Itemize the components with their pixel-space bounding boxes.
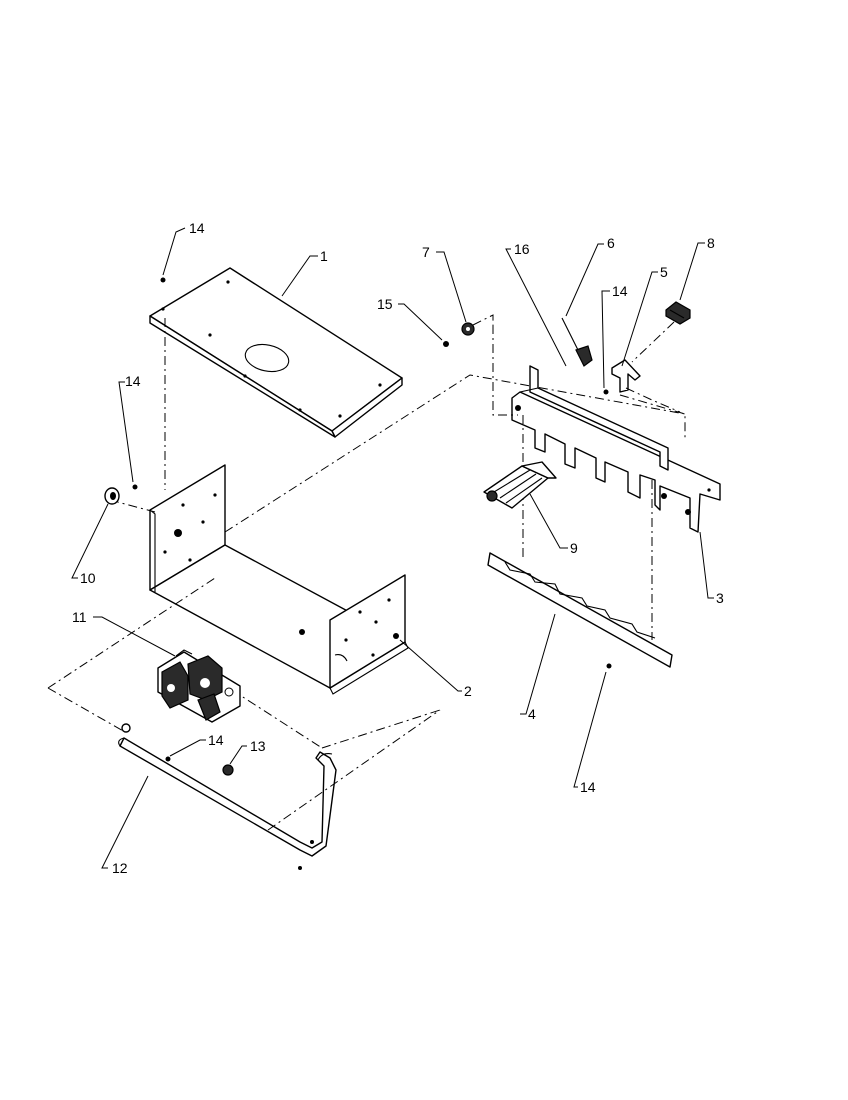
part-4-lower-strip — [487, 552, 673, 668]
part-13-fitting — [222, 764, 234, 776]
callout-15: 15 — [377, 296, 393, 312]
dash-line-5 — [231, 689, 323, 749]
callout-11: 11 — [72, 609, 87, 625]
part-10-grommet — [104, 487, 120, 505]
dash-line-14 — [267, 709, 441, 831]
callout-4: 4 — [528, 706, 536, 722]
part-1-top-panel — [149, 267, 403, 438]
dash-line-2 — [224, 374, 686, 533]
leader-lines — [71, 227, 714, 869]
part-7-orifice — [461, 322, 475, 336]
callout-1: 1 — [320, 248, 328, 264]
callout-14-left: 14 — [125, 373, 141, 389]
callout-8: 8 — [707, 235, 715, 251]
part-12-manifold-pipe — [118, 723, 337, 870]
callout-13: 13 — [250, 738, 266, 754]
callout-5: 5 — [660, 264, 668, 280]
callout-3: 3 — [716, 590, 724, 606]
callout-9: 9 — [570, 540, 578, 556]
callout-10: 10 — [80, 570, 96, 586]
callout-14-pipe: 14 — [208, 732, 224, 748]
callout-14-bottom-right: 14 — [580, 779, 596, 795]
callout-2: 2 — [464, 683, 472, 699]
callout-14-bracket: 14 — [612, 283, 628, 299]
callout-14-top-left: 14 — [189, 220, 205, 236]
callout-7: 7 — [422, 244, 430, 260]
dash-line-10 — [619, 394, 686, 440]
part-6-electrode — [561, 317, 593, 367]
callout-6: 6 — [607, 235, 615, 251]
part-15-screw — [443, 341, 449, 347]
part-11-gas-valve — [157, 649, 241, 723]
part-14-screws — [132, 277, 612, 762]
dash-line-13 — [631, 321, 675, 363]
dash-line-4 — [47, 687, 126, 733]
part-5-small-bracket — [611, 359, 641, 393]
callout-16: 16 — [514, 241, 530, 257]
dash-line-15 — [321, 709, 441, 749]
part-9-burner — [483, 461, 557, 509]
dash-line-7 — [492, 325, 518, 416]
callout-12: 12 — [112, 860, 128, 876]
part-2-u-bracket — [149, 464, 409, 695]
part-3-burner-bracket — [511, 365, 721, 533]
dash-line-12 — [472, 314, 494, 326]
part-8-switch — [665, 301, 691, 325]
